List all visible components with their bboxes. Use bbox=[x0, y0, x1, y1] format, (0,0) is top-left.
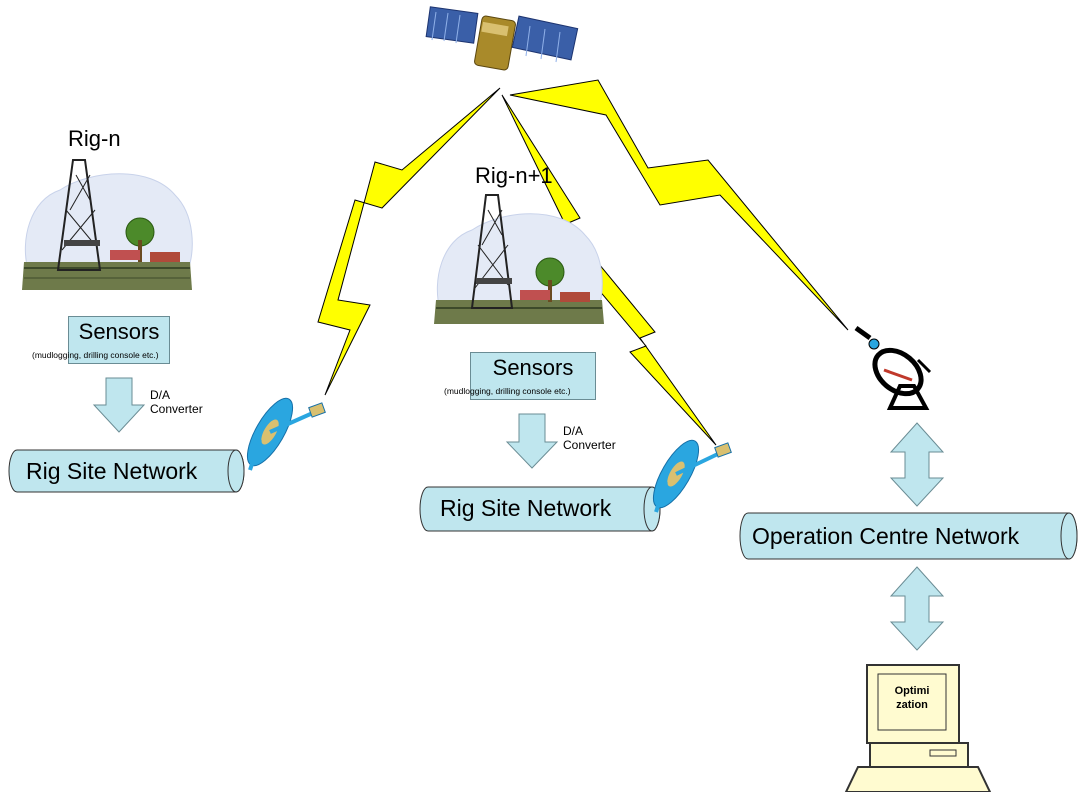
sensors-box: Sensors bbox=[470, 352, 596, 400]
converter-label-line2: Converter bbox=[563, 438, 616, 452]
optimization-label-line1: Optimi bbox=[894, 685, 930, 697]
drilling-rig-icon bbox=[434, 194, 604, 324]
satellite-icon bbox=[425, 6, 579, 71]
converter-label-line2: Converter bbox=[150, 402, 203, 416]
lightning-bolt-operation-centre bbox=[509, 79, 849, 331]
converter-arrow bbox=[92, 377, 146, 433]
sensors-box: Sensors bbox=[68, 316, 170, 364]
converter-label-line1: D/A bbox=[563, 424, 584, 438]
rig-site-network-label: Rig Site Network bbox=[440, 495, 612, 521]
bidirectional-arrow bbox=[889, 566, 945, 651]
optimization-label-line2: zation bbox=[896, 699, 928, 711]
bidirectional-arrow bbox=[889, 422, 945, 507]
converter-label-line1: D/A bbox=[150, 388, 171, 402]
rig-title: Rig-n bbox=[68, 126, 121, 151]
ground-station-antenna-icon bbox=[854, 325, 932, 410]
satellite-dish-icon bbox=[652, 439, 732, 513]
sensors-label: Sensors bbox=[78, 319, 160, 344]
operation-centre-network-label: Operation Centre Network bbox=[752, 523, 1020, 549]
rig-site-network-label: Rig Site Network bbox=[26, 458, 198, 484]
sensors-detail: (mudlogging, drilling console etc.) bbox=[32, 350, 159, 360]
rig-title: Rig-n+1 bbox=[475, 163, 553, 188]
drilling-rig-icon bbox=[22, 159, 193, 290]
sensors-detail: (mudlogging, drilling console etc.) bbox=[444, 386, 571, 396]
satellite-dish-icon bbox=[246, 397, 326, 471]
lightning-bolt-rig-n bbox=[317, 87, 501, 396]
operation-centre-network-pipe bbox=[739, 512, 1078, 560]
converter-arrow bbox=[505, 413, 559, 469]
computer-icon bbox=[844, 664, 992, 792]
rig-site-network-pipe bbox=[8, 449, 245, 493]
sensors-label: Sensors bbox=[492, 355, 574, 380]
optimization-label: Optimi zation bbox=[882, 684, 942, 712]
